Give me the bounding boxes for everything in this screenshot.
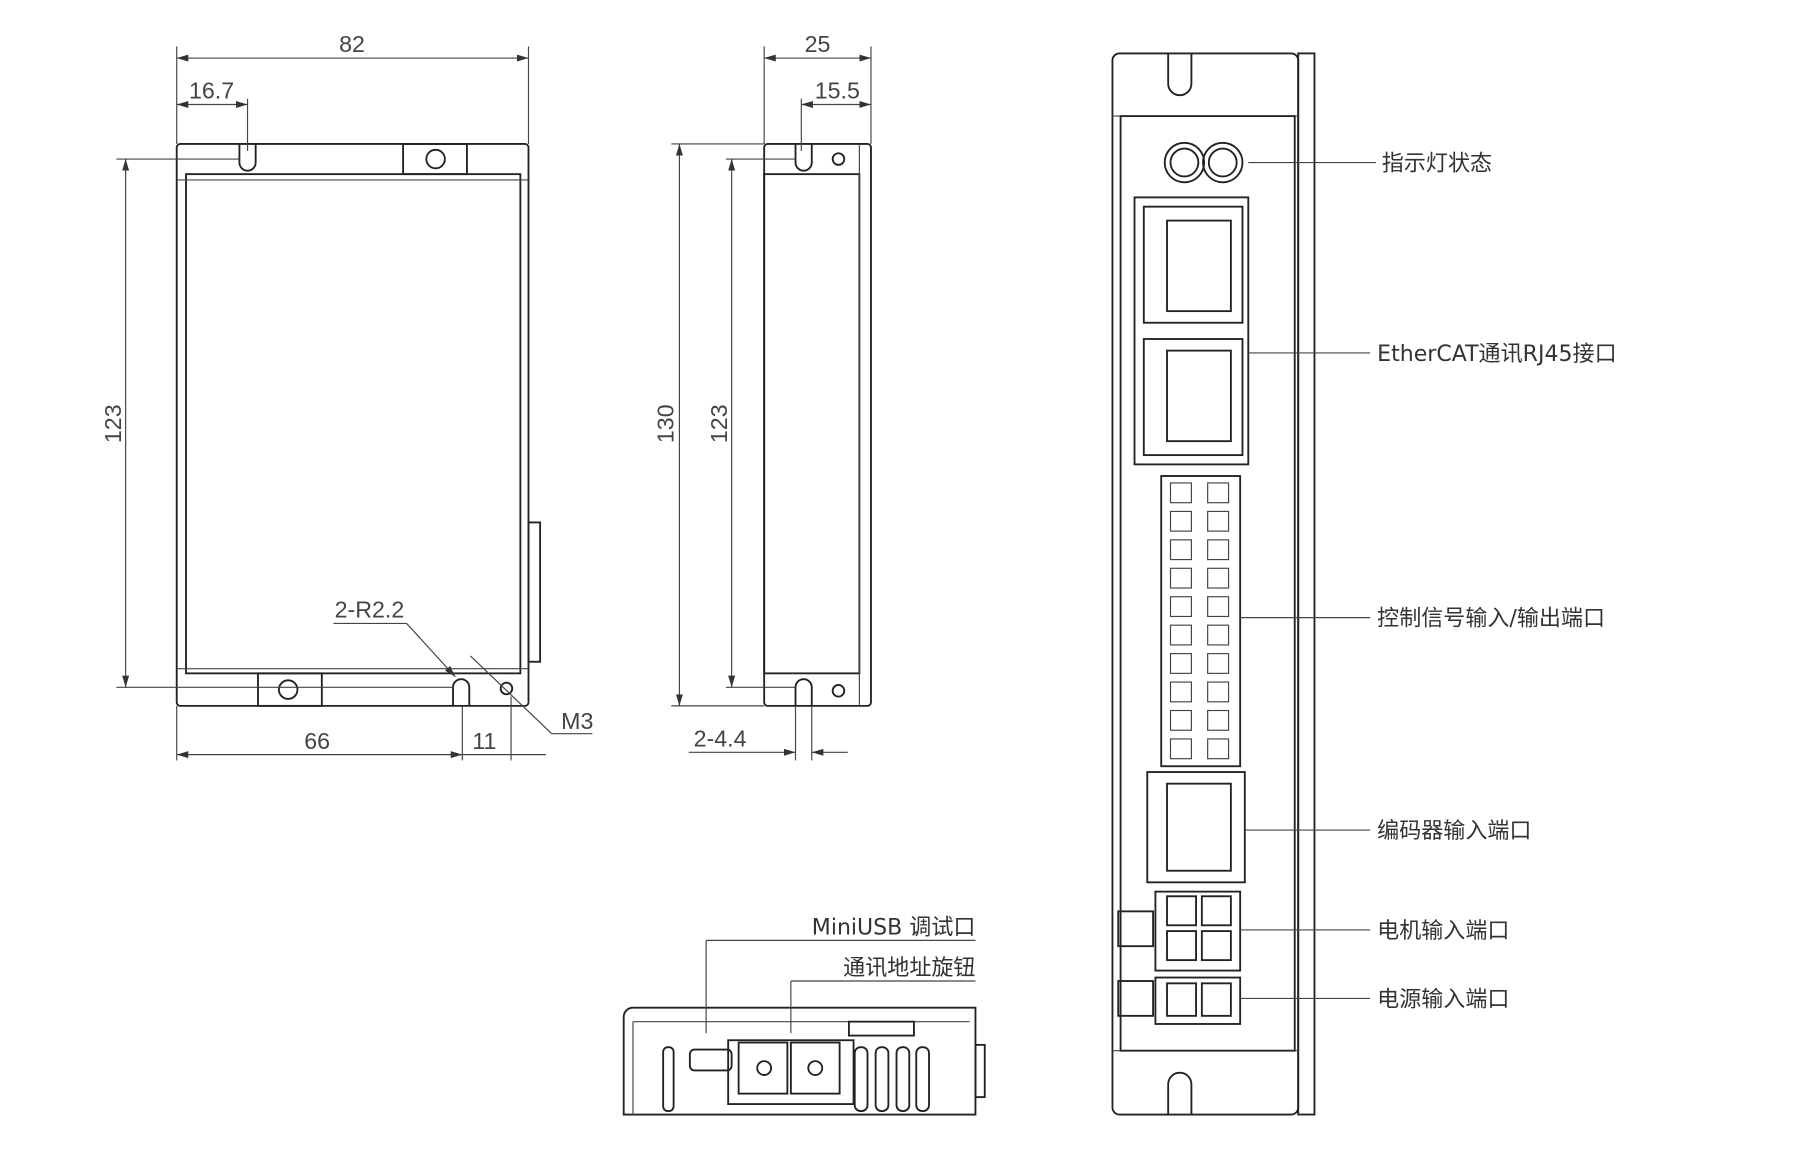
dim-bottom-right: 11 (472, 728, 496, 754)
dim-height: 123 (100, 404, 126, 443)
dim-bottom-left: 66 (304, 728, 330, 754)
dim-side-width: 25 (805, 31, 831, 57)
connector-pin (1207, 510, 1230, 532)
connector-pin (1169, 681, 1192, 703)
arrow-up-icon (807, 1060, 824, 1076)
led-indicator (1202, 141, 1244, 184)
front-view: 82 16.7 123 66 11 2-R2.2 M3 (100, 31, 593, 761)
side-view: 25 15.5 130 123 2-4.4 (653, 31, 872, 761)
connector-pin (1169, 567, 1192, 589)
dim-hole-offset: 16.7 (189, 78, 234, 104)
label-motor: 电机输入端口 (1377, 919, 1509, 944)
encoder-connector[interactable] (1146, 771, 1246, 884)
rj45-port-2[interactable] (1142, 338, 1244, 457)
label-ethercat: EtherCAT通讯RJ45接口 (1377, 342, 1616, 367)
screw-icon (277, 679, 299, 700)
connector-pin (1207, 624, 1230, 646)
label-control: 控制信号输入/输出端口 (1377, 607, 1605, 632)
dim-mount-height: 123 (706, 404, 732, 443)
connector-pin (1207, 596, 1230, 618)
connector-pin (1169, 709, 1192, 731)
dim-total-height: 130 (653, 404, 679, 443)
rotary-switch-2[interactable] (789, 1041, 841, 1095)
control-connector[interactable] (1160, 475, 1242, 768)
rotary-switch-1[interactable] (737, 1041, 789, 1095)
connector-pin (1169, 596, 1192, 618)
connector-pin (1169, 539, 1192, 561)
arrow-up-icon (756, 1060, 773, 1076)
bottom-view: MiniUSB 调试口 通讯地址旋钮 (622, 916, 986, 1116)
connector-pin (1207, 681, 1230, 703)
rj45-port-1[interactable] (1142, 205, 1244, 324)
connector-pin (1207, 653, 1230, 674)
dim-holes: 2-4.4 (694, 726, 747, 752)
connector-pin (1207, 709, 1230, 731)
connector-pin (1169, 482, 1192, 504)
panel-view: 指示灯状态 EtherCAT通讯RJ45接口 控制信号输入/输出端口 编码器输入… (1111, 52, 1617, 1116)
connector-pin (1169, 653, 1192, 674)
rj45-block (1133, 196, 1250, 466)
screw-icon (425, 148, 446, 170)
connector-pin (1169, 624, 1192, 646)
power-connector[interactable] (1154, 976, 1242, 1025)
label-encoder: 编码器输入端口 (1377, 819, 1531, 844)
label-miniusb: MiniUSB 调试口 (812, 916, 976, 941)
usb-port[interactable] (688, 1048, 733, 1072)
motor-connector[interactable] (1154, 890, 1242, 972)
dim-side-offset: 15.5 (815, 78, 860, 104)
dim-width: 82 (339, 31, 365, 57)
dim-radius: 2-R2.2 (335, 597, 405, 623)
connector-pin (1169, 738, 1192, 760)
connector-pin (1207, 482, 1230, 504)
connector-pin (1207, 567, 1230, 589)
connector-pin (1207, 539, 1230, 561)
label-led: 指示灯状态 (1382, 152, 1492, 177)
dim-screw: M3 (561, 708, 593, 734)
connector-pin (1169, 510, 1192, 532)
connector-pin (1207, 738, 1230, 760)
label-rotary-switch: 通讯地址旋钮 (843, 956, 975, 981)
led-indicator (1163, 141, 1206, 184)
label-power: 电源输入端口 (1377, 988, 1509, 1013)
